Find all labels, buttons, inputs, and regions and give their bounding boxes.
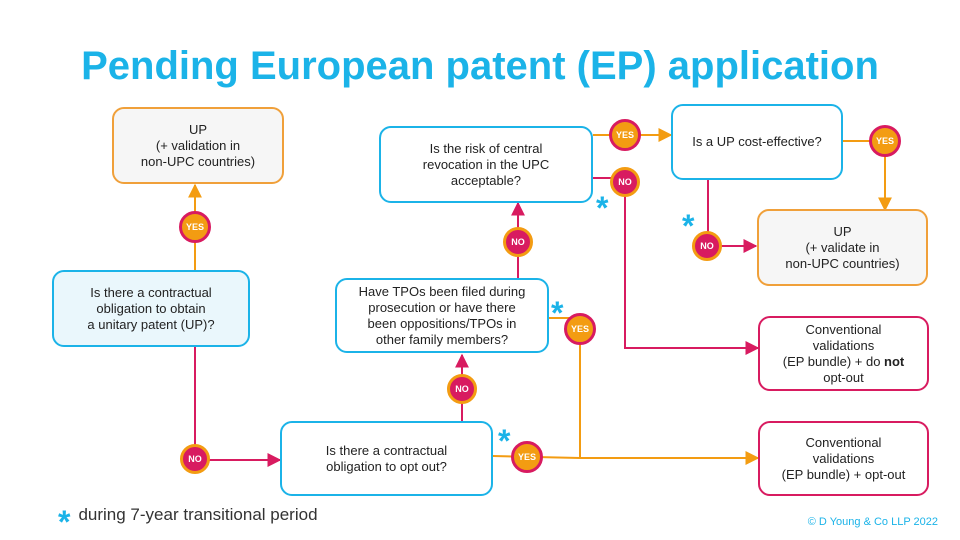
- copyright: © D Young & Co LLP 2022: [807, 516, 938, 528]
- badge-yes-cost: YES: [869, 125, 901, 157]
- badge-yes-optout: YES: [511, 441, 543, 473]
- badge-yes-tpo: YES: [564, 313, 596, 345]
- node-q-risk-text: Is the risk of central revocation in the…: [422, 140, 550, 188]
- node-up-top-text: UP (+ validation in non-UPC countries): [140, 121, 256, 169]
- node-q-unitary-text: Is there a contractual obligation to obt…: [87, 284, 215, 332]
- badge-no-optout: NO: [447, 374, 477, 404]
- legend-asterisk: *: [58, 504, 71, 540]
- badge-no-tpo: NO: [503, 227, 533, 257]
- asterisk-tpo-yes: *: [551, 295, 564, 331]
- connector-risk-no: [593, 177, 760, 355]
- node-conv-optout-text: Conventional validations (EP bundle) + o…: [781, 434, 906, 482]
- node-conv-optout: Conventional validations (EP bundle) + o…: [758, 421, 929, 496]
- node-q-unitary: Is there a contractual obligation to obt…: [52, 270, 250, 347]
- conv-no-optout-line1: Conventional validations (EP bundle) + d…: [782, 321, 882, 369]
- badge-yes-risk: YES: [609, 119, 641, 151]
- node-q-tpo: Have TPOs been filed during prosecution …: [335, 278, 549, 353]
- legend: * during 7-year transitional period: [58, 500, 318, 538]
- node-q-optout-text: Is there a contractual obligation to opt…: [325, 442, 448, 474]
- badge-no-risk: NO: [610, 167, 640, 197]
- node-up-top: UP (+ validation in non-UPC countries): [112, 107, 284, 184]
- badge-no-cost: NO: [692, 231, 722, 261]
- node-q-risk: Is the risk of central revocation in the…: [379, 126, 593, 203]
- node-q-cost: Is a UP cost-effective?: [671, 104, 843, 180]
- badge-yes-unitary: YES: [179, 211, 211, 243]
- node-up-right-text: UP (+ validate in non-UPC countries): [785, 223, 900, 271]
- node-q-optout: Is there a contractual obligation to opt…: [280, 421, 493, 496]
- node-up-right: UP (+ validate in non-UPC countries): [757, 209, 928, 286]
- asterisk-risk-no: *: [596, 190, 609, 226]
- asterisk-cost-no: *: [682, 208, 695, 244]
- node-q-cost-text: Is a UP cost-effective?: [692, 134, 822, 149]
- conv-no-optout-bold: not: [884, 353, 905, 369]
- node-conv-no-optout: Conventional validations (EP bundle) + d…: [758, 316, 929, 391]
- node-conv-no-optout-text: Conventional validations (EP bundle) + d…: [783, 322, 905, 386]
- connector-unitary-no: [194, 347, 282, 467]
- node-q-tpo-text: Have TPOs been filed during prosecution …: [358, 283, 526, 347]
- conv-no-optout-line2: opt-out: [823, 369, 864, 385]
- legend-text: during 7-year transitional period: [78, 505, 318, 524]
- badge-no-unitary: NO: [180, 444, 210, 474]
- page-title: Pending European patent (EP) application: [81, 44, 879, 88]
- asterisk-optout-yes: *: [498, 423, 511, 459]
